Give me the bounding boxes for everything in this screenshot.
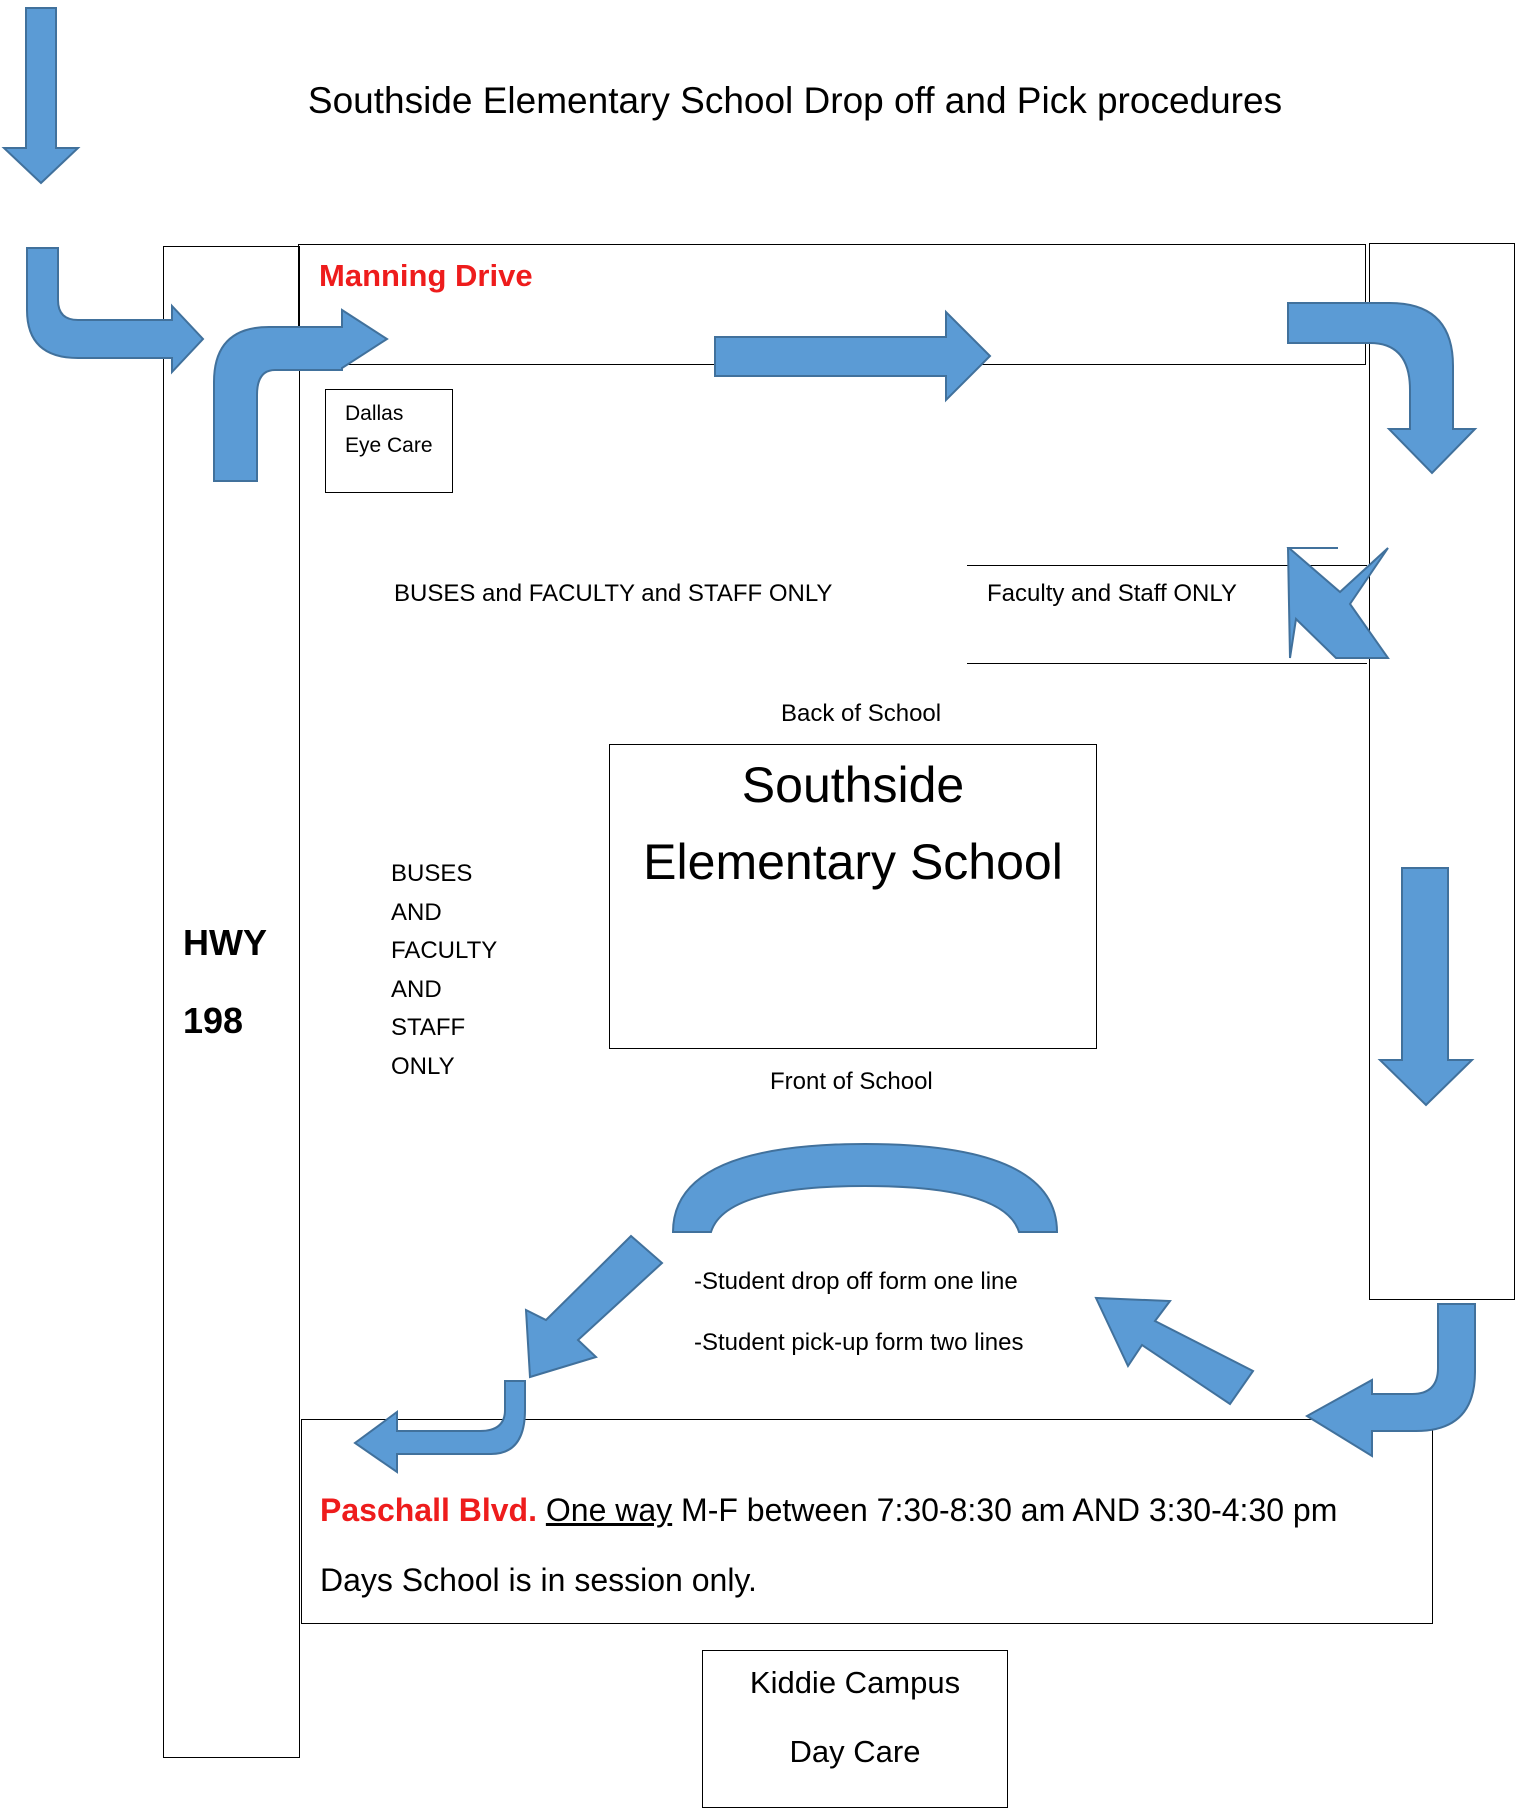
buses-side-word: AND [391,899,442,926]
kiddie-campus-label-1: Kiddie Campus [749,1665,961,1700]
faculty-staff-only-note: Faculty and Staff ONLY [987,580,1237,607]
one-way-label: One way [545,1492,673,1528]
kiddie-campus-label-2: Day Care [789,1734,921,1769]
hwy-label: HWY [183,922,267,963]
paschall-blvd-label: Paschall Blvd. [320,1492,537,1528]
buses-side-word: STAFF [391,1014,466,1041]
curved-arrow-icon [353,1380,526,1474]
hwy-198-road [163,246,300,1758]
right-arrow-icon [714,309,992,403]
pick-up-note: -Student pick-up form two lines [694,1329,1024,1356]
drop-off-note: -Student drop off form one line [694,1268,1018,1295]
curved-arrow-icon [1287,302,1478,475]
back-of-school-label: Back of School [781,700,942,727]
x-mark-icon [1286,547,1390,659]
buses-side-word: ONLY [391,1053,455,1080]
hwy-number-label: 198 [183,1000,244,1041]
buses-faculty-staff-note: BUSES and FACULTY and STAFF ONLY [394,580,833,607]
paschall-blvd-road [301,1419,1433,1624]
dallas-eye-care-label-2: Eye Care [345,434,433,457]
faculty-lot-top-line [967,565,1367,566]
curved-arrow-icon [26,247,205,375]
school-building [609,744,1097,1049]
diagonal-arrow-icon [524,1234,664,1379]
arc-arrow-icon [671,1142,1059,1233]
school-name-line1: Southside [741,757,965,813]
school-name-line2: Elementary School [643,834,1063,890]
dallas-eye-care-box [325,389,453,493]
buses-side-word: BUSES [391,860,473,887]
right-road [1369,243,1515,1300]
down-arrow-icon [1,7,81,185]
diagonal-arrow-icon [1094,1296,1255,1406]
dallas-eye-care-label-1: Dallas [345,402,404,425]
manning-drive-label: Manning Drive [319,258,533,293]
page-title: Southside Elementary School Drop off and… [307,80,1283,121]
curved-arrow-icon [213,308,389,482]
paschall-line2: Days School is in session only. [320,1562,757,1598]
curved-arrow-icon [1305,1303,1476,1458]
faculty-lot-bottom-line [967,663,1367,664]
one-way-hours: M-F between 7:30-8:30 am AND 3:30-4:30 p… [672,1492,1338,1528]
paschall-line1: Paschall Blvd. One way M-F between 7:30-… [320,1492,1337,1529]
front-of-school-label: Front of School [770,1068,933,1095]
down-arrow-icon [1377,867,1475,1107]
buses-side-word: AND [391,976,442,1003]
buses-side-word: FACULTY [391,937,498,964]
